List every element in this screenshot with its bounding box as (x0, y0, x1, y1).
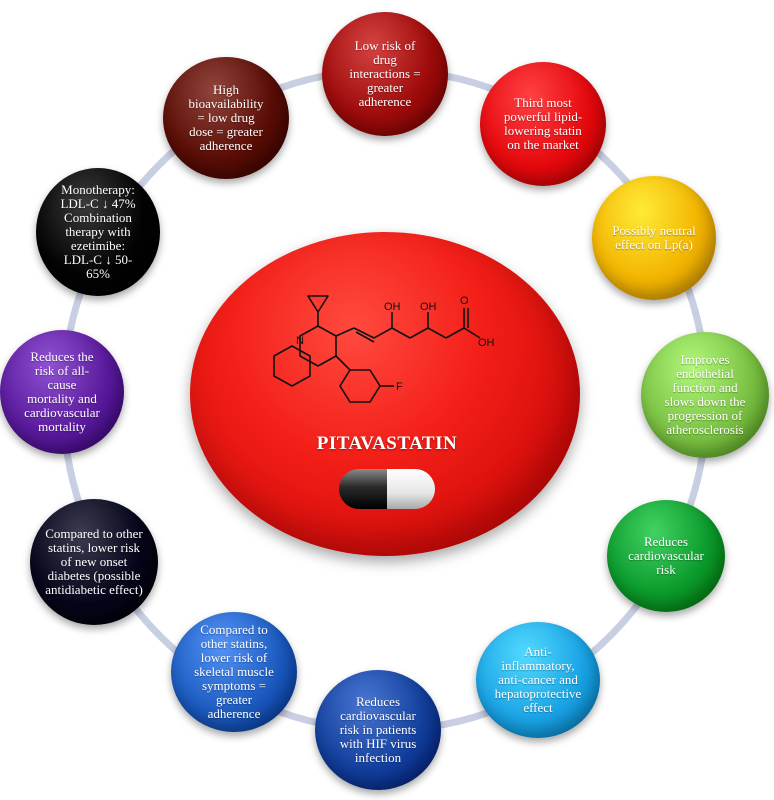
benefit-text-line: Possibly neutral (612, 223, 696, 238)
benefit-text-line: adherence (358, 94, 412, 109)
oh-label-2: OH (420, 301, 437, 313)
benefit-text-line: therapy with (65, 224, 131, 239)
benefit-text-line: = low drug (197, 110, 255, 125)
benefit-text-line: LDL-C ↓ 50- (63, 252, 133, 267)
o-label: O (460, 295, 469, 307)
benefit-text-line: cause (47, 377, 77, 392)
benefit-text-line: risk (656, 562, 676, 577)
oh-label-1: OH (384, 301, 401, 313)
benefit-text-line: effect on Lp(a) (615, 237, 693, 252)
benefit-text-line: risk in patients (339, 722, 417, 737)
benefit-text-line: Compared to other (45, 526, 143, 541)
benefit-text-line: drug (373, 52, 397, 67)
benefit-text-line: Reduces (643, 534, 689, 549)
benefit-text-line: atherosclerosis (666, 422, 744, 437)
benefit-text-line: statins, lower risk (47, 540, 141, 555)
benefit-text-line: cardiovascular (628, 548, 704, 563)
capsule-icon (339, 469, 435, 509)
benefit-text-line: Compared to (200, 622, 268, 637)
benefit-text-line: function and (672, 380, 738, 395)
benefit-text-line: antidiabetic effect) (45, 582, 143, 597)
benefit-text-line: slows down the (664, 394, 746, 409)
benefit-text-line: lowering statin (504, 123, 582, 138)
benefit-text-line: cardiovascular (24, 405, 100, 420)
benefit-text-line: Improves (680, 352, 730, 367)
benefit-text-line: with HIF virus (339, 736, 417, 751)
benefit-text-line: bioavailability (188, 96, 264, 111)
benefit-text-line: inflammatory, (501, 658, 575, 673)
benefit-text-line: dose = greater (189, 124, 263, 139)
benefit-text-line: Third most (514, 95, 572, 110)
benefit-text-line: greater (215, 692, 253, 707)
benefit-text-line: lower risk of (200, 650, 268, 665)
benefit-text-line: symptoms = (201, 678, 267, 693)
benefit-text-line: powerful lipid- (503, 109, 583, 124)
benefit-text-line: Reduces the (30, 349, 94, 364)
benefit-text-line: Reduces (355, 694, 401, 709)
benefit-text-line: Anti- (524, 644, 552, 659)
oh-label-3: OH (478, 337, 495, 349)
benefit-text-line: endothelial (676, 366, 734, 381)
benefit-text-line: hepatoprotective (494, 686, 582, 701)
benefit-text-line: adherence (207, 706, 261, 721)
benefit-text-line: Monotherapy: (61, 182, 135, 197)
benefit-text-line: 65% (86, 266, 110, 281)
benefit-text-line: anti-cancer and (498, 672, 578, 687)
benefit-text-line: mortality (38, 419, 86, 434)
benefit-text-line: risk of all- (34, 363, 90, 378)
benefit-text-line: cardiovascular (340, 708, 416, 723)
benefit-text-line: diabetes (possible (47, 568, 141, 583)
benefit-text-line: progression of (667, 408, 743, 423)
benefit-text-line: LDL-C ↓ 47% (60, 196, 136, 211)
center-title: PITAVASTATIN (316, 433, 458, 454)
benefit-text-line: High (213, 82, 239, 97)
benefit-text-line: effect (523, 700, 553, 715)
benefit-text-line: skeletal muscle (194, 664, 274, 679)
benefit-text-line: other statins, (200, 636, 268, 651)
benefit-text-line: Combination (64, 210, 132, 225)
n-label: N (296, 335, 304, 347)
benefit-text-line: infection (354, 750, 402, 765)
benefit-text-line: adherence (199, 138, 253, 153)
f-label: F (396, 381, 403, 393)
benefit-text-line: greater (366, 80, 404, 95)
benefit-text-line: mortality and (27, 391, 97, 406)
benefit-text-line: interactions = (349, 66, 421, 81)
benefit-text-line: on the market (507, 137, 579, 152)
benefit-text-line: of new onset (60, 554, 128, 569)
molecule-structure-icon: N OH OH O OH F (273, 295, 495, 403)
benefit-text-line: ezetimibe: (70, 238, 126, 253)
benefit-text-line: Low risk of (354, 38, 416, 53)
